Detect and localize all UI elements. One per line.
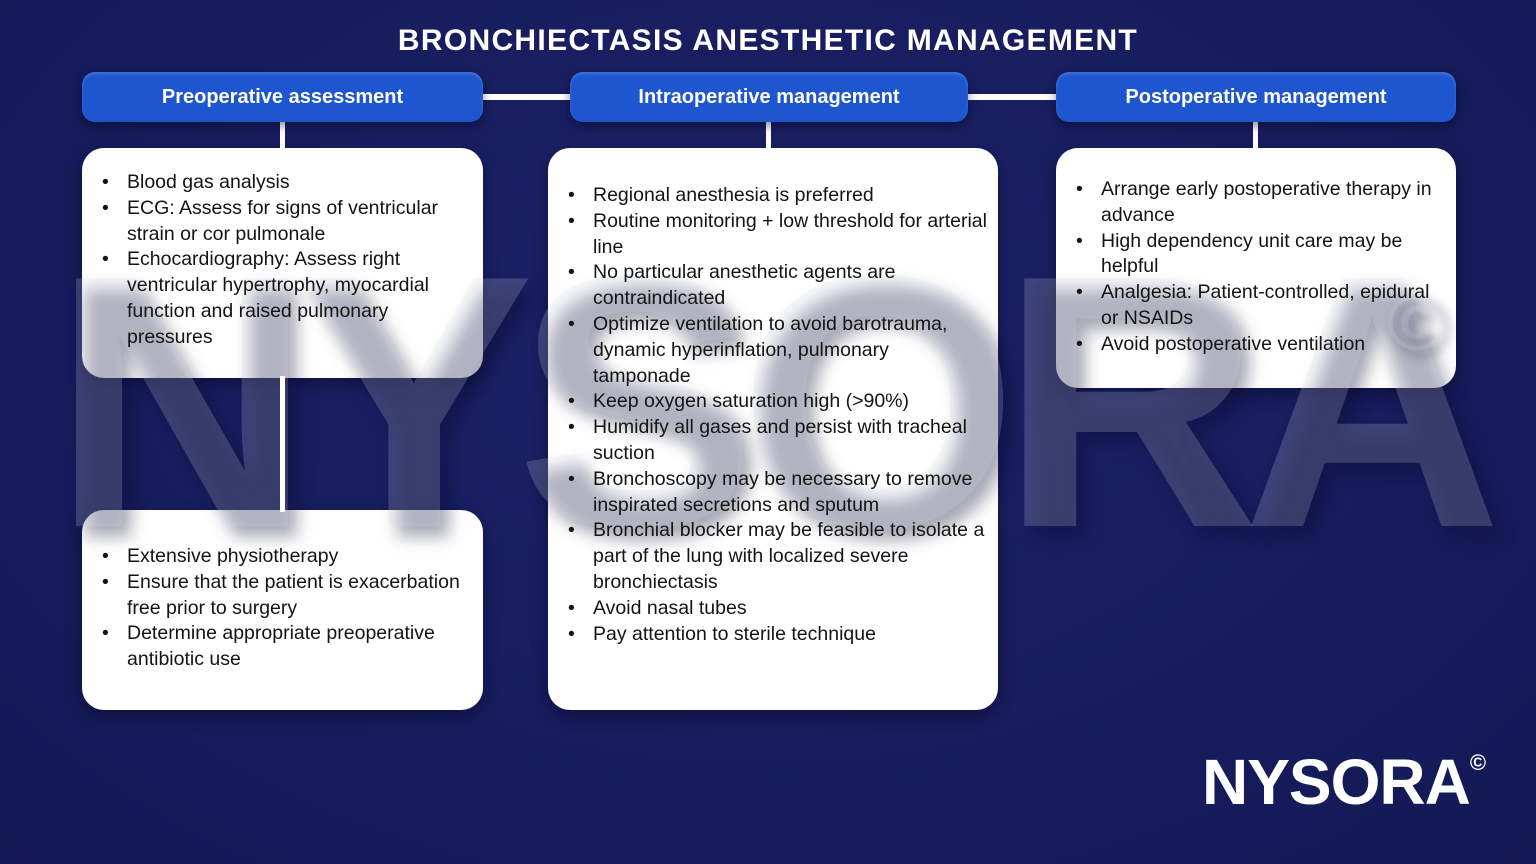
bullet-item: Ensure that the patient is exacerbation … <box>82 570 473 622</box>
bullet-item: Pay attention to sterile technique <box>548 622 988 648</box>
bullet-item: Extensive physiotherapy <box>82 544 473 570</box>
bullet-item: Echocardiography: Assess right ventricul… <box>82 247 473 350</box>
bullet-item: Avoid nasal tubes <box>548 596 988 622</box>
bullet-item: Blood gas analysis <box>82 170 473 196</box>
connector-preoperative-down <box>280 122 285 148</box>
copyright-icon: © <box>1469 750 1487 775</box>
bullet-item: ECG: Assess for signs of ventricular str… <box>82 196 473 248</box>
bullet-list: Arrange early postoperative therapy in a… <box>1056 148 1456 358</box>
header-node-postoperative: Postoperative management <box>1056 72 1456 122</box>
header-node-preoperative: Preoperative assessment <box>82 72 483 122</box>
bullet-item: Avoid postoperative ventilation <box>1056 332 1450 358</box>
card-preoperative-preparation: Extensive physiotherapyEnsure that the p… <box>82 510 483 710</box>
page-title: BRONCHIECTASIS ANESTHETIC MANAGEMENT <box>397 24 1139 57</box>
bullet-list: Extensive physiotherapyEnsure that the p… <box>82 510 483 673</box>
connector-intra-post <box>968 94 1056 100</box>
bullet-item: Bronchoscopy may be necessary to remove … <box>548 467 988 519</box>
nysora-logo: NYSORA© <box>1202 750 1486 814</box>
bullet-item: No particular anesthetic agents are cont… <box>548 260 988 312</box>
card-postoperative-management: Arrange early postoperative therapy in a… <box>1056 148 1456 388</box>
bullet-item: Determine appropriate preoperative antib… <box>82 621 473 673</box>
header-node-intraoperative: Intraoperative management <box>570 72 968 122</box>
bullet-list: Blood gas analysisECG: Assess for signs … <box>82 148 483 351</box>
connector-pre-intra <box>483 94 570 100</box>
card-preoperative-investigations: Blood gas analysisECG: Assess for signs … <box>82 148 483 378</box>
bullet-list: Regional anesthesia is preferredRoutine … <box>548 148 998 647</box>
connector-intraoperative-down <box>766 122 771 148</box>
card-intraoperative-management: Regional anesthesia is preferredRoutine … <box>548 148 998 710</box>
bullet-item: Arrange early postoperative therapy in a… <box>1056 177 1450 229</box>
bullet-item: Keep oxygen saturation high (>90%) <box>548 389 988 415</box>
bullet-item: Humidify all gases and persist with trac… <box>548 415 988 467</box>
bullet-item: Regional anesthesia is preferred <box>548 183 988 209</box>
bullet-item: Bronchial blocker may be feasible to iso… <box>548 518 988 595</box>
bullet-item: Routine monitoring + low threshold for a… <box>548 209 988 261</box>
connector-postoperative-down <box>1253 122 1258 148</box>
bullet-item: Analgesia: Patient-controlled, epidural … <box>1056 280 1450 332</box>
bullet-item: Optimize ventilation to avoid barotrauma… <box>548 312 988 389</box>
bullet-item: High dependency unit care may be helpful <box>1056 229 1450 281</box>
connector-preoperative-cards <box>280 376 285 512</box>
nysora-logo-text: NYSORA <box>1202 746 1471 818</box>
